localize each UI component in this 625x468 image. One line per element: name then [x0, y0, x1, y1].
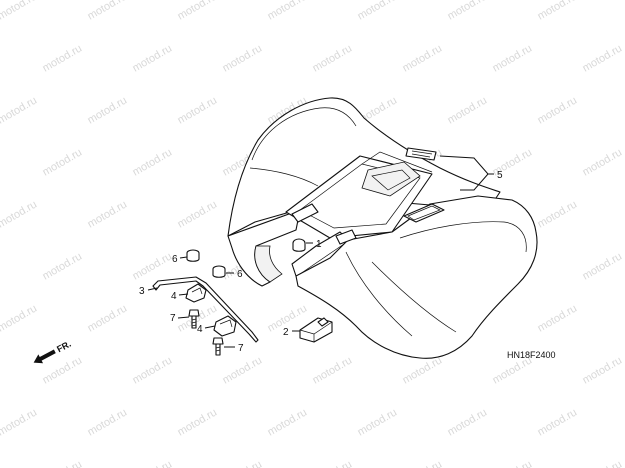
collar-part-lower — [212, 265, 226, 278]
watermark-text: motod.ru — [0, 406, 39, 438]
watermark-text: motod.ru — [221, 42, 265, 74]
watermark-text: motod.ru — [86, 0, 130, 23]
drawing-code: HN18F2400 — [507, 350, 556, 360]
callout-7-upper: 7 — [170, 313, 176, 324]
watermark-text: motod.ru — [131, 42, 175, 74]
callout-2: 2 — [283, 327, 289, 338]
watermark-text: motod.ru — [86, 198, 130, 230]
bracket-part — [299, 317, 333, 343]
watermark-text: motod.ru — [41, 146, 85, 178]
watermark-text: motod.ru — [131, 354, 175, 386]
watermark-text: motod.ru — [536, 94, 580, 126]
watermark-text: motod.ru — [131, 146, 175, 178]
callout-7-lower: 7 — [238, 343, 244, 354]
watermark-text: motod.ru — [0, 302, 39, 334]
watermark-text: motod.ru — [86, 302, 130, 334]
clip-part-lower — [213, 315, 237, 337]
watermark-text: motod.ru — [131, 250, 175, 282]
small-parts — [152, 249, 333, 356]
watermark-text: motod.ru — [446, 0, 490, 23]
arrow-left-icon — [33, 349, 56, 364]
stay-rod — [152, 276, 259, 343]
watermark-text: motod.ru — [446, 406, 490, 438]
watermark-text: motod.ru — [581, 146, 625, 178]
callout-3: 3 — [139, 286, 145, 297]
watermark-text: motod.ru — [266, 0, 310, 23]
callout-4-lower: 4 — [197, 324, 203, 335]
leader-lines — [147, 155, 494, 348]
watermark-text: motod.ru — [311, 42, 355, 74]
callout-4-upper: 4 — [171, 291, 177, 302]
watermark-text: motod.ru — [176, 406, 220, 438]
watermark-text: motod.ru — [311, 458, 355, 468]
watermark-text: motod.ru — [41, 458, 85, 468]
watermark-text: motod.ru — [0, 0, 39, 23]
watermark-text: motod.ru — [41, 250, 85, 282]
watermark-text: motod.ru — [581, 354, 625, 386]
bolt-part-lower — [212, 337, 224, 356]
watermark-text: motod.ru — [131, 458, 175, 468]
watermark-text: motod.ru — [0, 94, 39, 126]
watermark-text: motod.ru — [221, 458, 265, 468]
bolt-part-upper — [188, 309, 200, 329]
watermark-text: motod.ru — [356, 406, 400, 438]
watermark-text: motod.ru — [41, 354, 85, 386]
watermark-text: motod.ru — [446, 94, 490, 126]
watermark-text: motod.ru — [491, 42, 535, 74]
watermark-text: motod.ru — [86, 406, 130, 438]
callout-labels: 1 2 3 4 4 5 6 6 7 7 — [139, 170, 503, 354]
watermark-text: motod.ru — [0, 198, 39, 230]
callout-6-lower: 6 — [237, 269, 243, 280]
watermark-text: motod.ru — [401, 458, 445, 468]
watermark-text: motod.ru — [401, 354, 445, 386]
callout-6-upper: 6 — [172, 254, 178, 265]
rear-fender — [227, 97, 538, 359]
watermark-text: motod.ru — [536, 0, 580, 23]
watermark-text: motod.ru — [536, 406, 580, 438]
watermark-text: motod.ru — [41, 42, 85, 74]
watermark-text: motod.ru — [581, 250, 625, 282]
watermark-text: motod.ru — [176, 198, 220, 230]
watermark-text: motod.ru — [86, 94, 130, 126]
callout-1: 1 — [316, 239, 322, 250]
collar-part — [186, 249, 200, 262]
watermark-text: motod.ru — [401, 42, 445, 74]
watermark-text: motod.ru — [266, 406, 310, 438]
watermark-text: motod.ru — [536, 198, 580, 230]
front-label: FR. — [55, 339, 72, 355]
watermark-text: motod.ru — [581, 42, 625, 74]
watermark-text: motod.ru — [176, 0, 220, 23]
clip-part-upper — [185, 283, 207, 303]
watermark-text: motod.ru — [311, 354, 355, 386]
watermark-text: motod.ru — [491, 458, 535, 468]
watermark-text: motod.ru — [536, 302, 580, 334]
watermark-text: motod.ru — [356, 0, 400, 23]
watermark-text: motod.ru — [176, 94, 220, 126]
callout-5: 5 — [497, 170, 503, 181]
watermark-text: motod.ru — [221, 354, 265, 386]
watermark-text: motod.ru — [581, 458, 625, 468]
